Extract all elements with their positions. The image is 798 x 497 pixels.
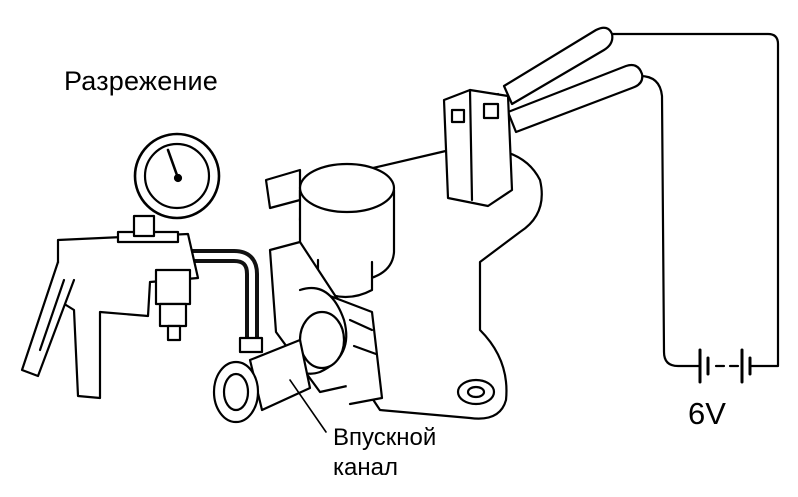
- electrical-connector-icon: [444, 90, 512, 206]
- intake-port-icon: [214, 340, 310, 422]
- vacuum-pump-icon: [22, 232, 198, 398]
- vacuum-gauge-icon: [134, 134, 219, 236]
- intake-label-line1: Впускной: [333, 424, 437, 451]
- vacuum-label: Разрежение: [64, 66, 219, 96]
- battery-voltage-label: 6V: [688, 396, 726, 431]
- wire-inner: [640, 76, 700, 366]
- intake-port-label: Впускной канал: [333, 423, 436, 483]
- vsv-valve-body: [270, 242, 382, 404]
- intake-label-line2: канал: [333, 454, 398, 481]
- wire-outer: [612, 34, 778, 366]
- vacuum-hose-icon: [190, 256, 262, 352]
- battery-icon: [700, 350, 750, 382]
- battery-circuit: [612, 34, 778, 382]
- intake-leader-line: [290, 380, 326, 432]
